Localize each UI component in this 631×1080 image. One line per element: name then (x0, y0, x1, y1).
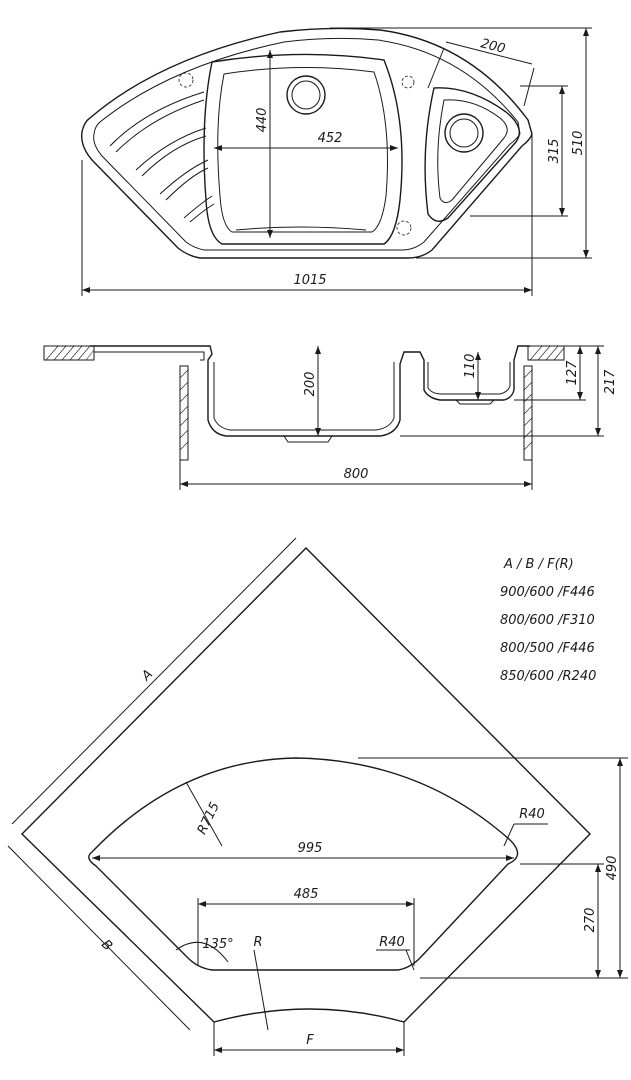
dim-135: 135° (202, 937, 233, 952)
main-drain-inner (291, 80, 321, 110)
dim-1015: 1015 (293, 273, 326, 288)
table-row: 800/500 /F446 (500, 641, 595, 656)
main-drain-outer (286, 75, 326, 115)
table-header: A / B / F(R) (503, 557, 574, 572)
small-bowl-inner (437, 99, 508, 204)
sink-outer-outline (81, 27, 533, 259)
dim-452: 452 (318, 131, 343, 146)
dim-217: 217 (603, 369, 618, 395)
countertop-right (527, 345, 565, 361)
dim-315: 315 (547, 139, 562, 164)
dim-800: 800 (344, 467, 369, 482)
dim-490: 490 (605, 856, 620, 881)
table-row: 900/600 /F446 (500, 585, 595, 600)
size-table: A / B / F(R) 900/600 /F446 800/600 /F310… (500, 557, 596, 684)
small-bowl-outline (424, 87, 520, 222)
sink-inner-rim (93, 37, 521, 251)
sink-profile (90, 345, 530, 437)
cabinet-wall-right (523, 365, 533, 461)
countertop-corner-outline (21, 547, 591, 1023)
side-view: 200 110 127 217 800 (43, 345, 618, 490)
main-bowl-outline (203, 53, 403, 245)
dim-line-200-top (445, 41, 533, 65)
dim-485: 485 (294, 887, 319, 902)
table-row: 850/600 /R240 (500, 669, 596, 684)
tap-hole-left (178, 72, 194, 88)
cabinet-wall-left (179, 365, 189, 461)
dim-110: 110 (463, 354, 478, 379)
dim-line-a (11, 537, 297, 825)
dim-995: 995 (298, 841, 323, 856)
cutout-view: A B R715 995 R40 485 135° R R40 (7, 537, 628, 1056)
dim-r40-bottom: R40 (379, 935, 405, 950)
main-bowl-inner (217, 66, 388, 233)
countertop-left (43, 345, 95, 361)
dim-r: R (253, 935, 262, 950)
top-view: 440 452 1015 510 315 200 (81, 27, 592, 296)
dim-127: 127 (565, 360, 580, 386)
dim-r40-top: R40 (519, 807, 545, 822)
dim-510: 510 (571, 131, 586, 156)
small-drain-outer (444, 113, 484, 153)
sink-cutout-outline (88, 757, 519, 971)
dim-200-top: 200 (479, 36, 507, 57)
r715-leader (185, 781, 223, 847)
dim-440: 440 (255, 108, 270, 133)
r-leader (253, 949, 269, 1031)
drainboard-grooves (109, 91, 215, 223)
small-drain-inner (449, 118, 479, 148)
tap-hole-bottom (396, 220, 412, 236)
label-f: F (306, 1033, 314, 1048)
angle-arc (175, 941, 229, 963)
dim-200-side: 200 (303, 372, 318, 397)
dim-270: 270 (583, 908, 598, 933)
dim-line-b (7, 845, 191, 1031)
tap-hole-top (401, 75, 415, 89)
table-row: 800/600 /F310 (500, 613, 595, 628)
